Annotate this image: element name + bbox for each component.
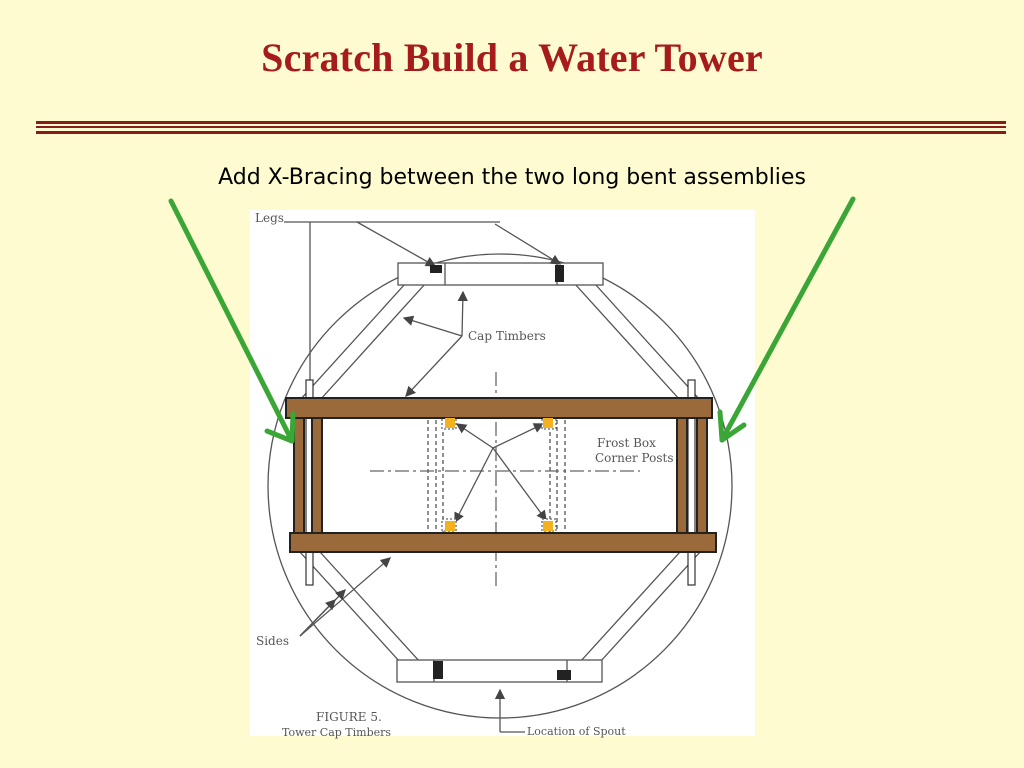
left-post-b xyxy=(311,417,323,534)
label-legs: Legs xyxy=(255,211,284,225)
lower-long-timber xyxy=(289,532,717,553)
left-post-a xyxy=(293,417,305,534)
green-arrow-left-head xyxy=(264,411,296,444)
title-rule-middle xyxy=(36,126,1006,128)
green-arrow-right-head xyxy=(717,409,747,443)
long-bent-timbers xyxy=(285,397,717,553)
green-arrow-left-shaft xyxy=(168,198,295,444)
frost-box-corner-posts xyxy=(445,418,553,531)
top-cap-timber xyxy=(397,262,604,286)
figure-number: FIGURE 5. xyxy=(316,710,382,724)
bottom-cap-timber xyxy=(396,659,603,683)
label-frost-box: Frost Box xyxy=(597,436,656,450)
title-rule-top xyxy=(36,121,1006,124)
side-timber-lower-right xyxy=(578,551,702,663)
slide-title: Scratch Build a Water Tower xyxy=(261,35,763,80)
upper-long-timber xyxy=(285,397,713,419)
figure-caption: Tower Cap Timbers xyxy=(282,726,391,739)
title-rule-bottom xyxy=(36,131,1006,134)
right-post-a xyxy=(676,417,688,534)
label-corner-posts: Corner Posts xyxy=(595,451,673,465)
label-location-of-spout: Location of Spout xyxy=(527,725,626,738)
side-timber-lower-left xyxy=(298,551,422,663)
tank-outline-circle xyxy=(267,253,733,719)
right-post-b xyxy=(696,417,708,534)
label-cap-timbers: Cap Timbers xyxy=(468,329,546,343)
label-sides: Sides xyxy=(256,634,289,648)
green-arrow-right-shaft xyxy=(719,196,856,443)
slide-subtitle: Add X-Bracing between the two long bent … xyxy=(218,165,806,190)
